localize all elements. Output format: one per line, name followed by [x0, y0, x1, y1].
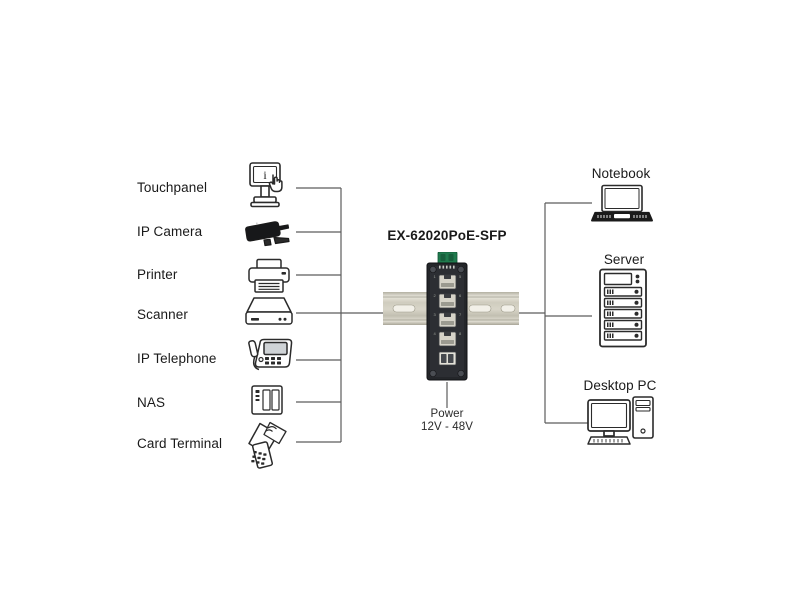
power-label-line1: Power — [430, 408, 464, 420]
scanner-icon — [244, 296, 294, 328]
touchpanel-icon: i — [244, 160, 296, 212]
label-ip-telephone: IP Telephone — [137, 351, 217, 366]
power-label: Power 12V - 48V — [421, 408, 473, 434]
power-label-line2: 12V - 48V — [420, 421, 474, 433]
ip-telephone-icon — [243, 337, 295, 375]
svg-text:6: 6 — [459, 293, 462, 298]
label-ip-camera: IP Camera — [137, 224, 203, 239]
label-card-terminal: Card Terminal — [137, 436, 223, 451]
svg-text:4: 4 — [434, 331, 437, 336]
center-device-title: EX-62020PoE-SFP — [387, 228, 507, 243]
label-touchpanel: Touchpanel — [137, 180, 208, 195]
label-scanner: Scanner — [137, 307, 188, 322]
label-server: Server — [603, 252, 645, 267]
nas-icon — [250, 384, 284, 416]
svg-text:8: 8 — [459, 331, 462, 336]
desktop-pc-icon — [586, 394, 656, 446]
svg-text:3: 3 — [434, 312, 437, 317]
svg-text:1: 1 — [434, 274, 437, 279]
label-printer: Printer — [137, 267, 178, 282]
svg-text:2: 2 — [434, 293, 437, 298]
notebook-icon — [591, 184, 653, 222]
ip-camera-icon — [244, 218, 294, 248]
label-nas: NAS — [137, 395, 166, 410]
poe-switch-device: 1 2 3 4 5 6 7 8 — [426, 252, 468, 381]
sfp-slot — [438, 351, 457, 366]
server-icon — [598, 268, 648, 348]
printer-icon — [246, 258, 292, 294]
label-desktop-pc: Desktop PC — [583, 378, 657, 393]
card-terminal-icon — [246, 420, 290, 470]
svg-text:7: 7 — [459, 312, 462, 317]
svg-text:i: i — [263, 168, 267, 182]
rj45-ports — [438, 274, 457, 347]
svg-text:5: 5 — [459, 274, 462, 279]
power-terminal-block — [437, 252, 458, 265]
label-notebook: Notebook — [591, 166, 651, 181]
